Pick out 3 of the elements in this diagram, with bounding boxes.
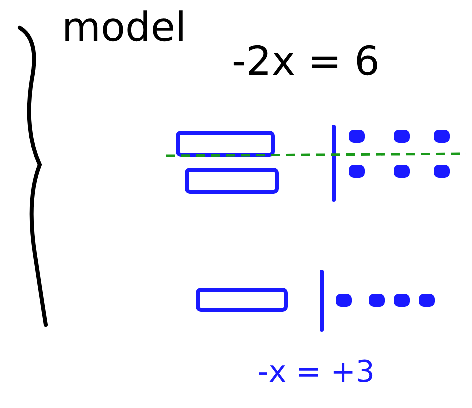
equation: -x = +3	[258, 358, 376, 388]
heading: model	[62, 8, 187, 48]
equation: -2x = 6	[232, 42, 380, 82]
